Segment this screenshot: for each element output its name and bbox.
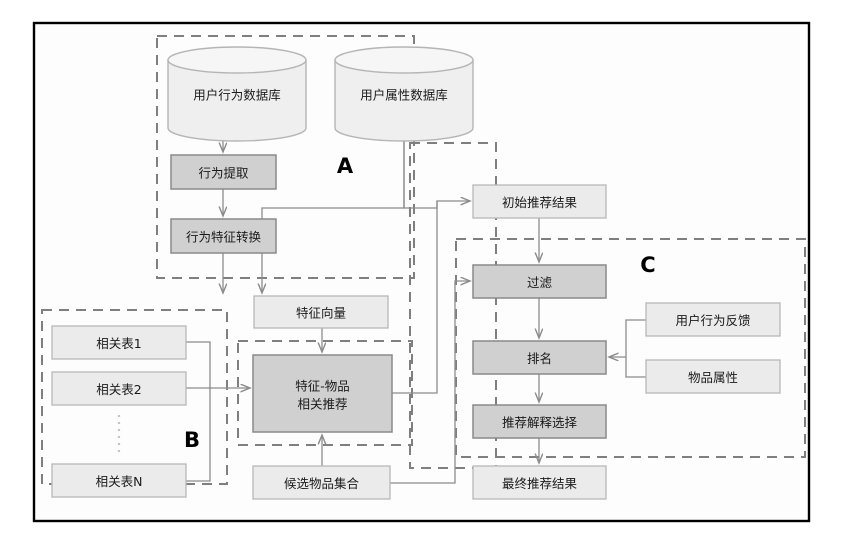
node-label: 候选物品集合 [284, 476, 360, 491]
node-box[interactable] [170, 218, 277, 254]
node-label: 最终推荐结果 [502, 476, 578, 491]
group-label-A: A [337, 154, 354, 178]
cylinder-top [334, 46, 474, 74]
node-box[interactable] [170, 154, 277, 190]
edge-table1-to-bus [186, 341, 211, 388]
node-label: 特征-物品相关推荐 [295, 378, 350, 411]
node-box[interactable] [472, 465, 607, 500]
node-label: 物品属性 [688, 370, 738, 385]
cylinder-body [167, 59, 307, 142]
node-relation-table-2[interactable]: 相关表2 [51, 371, 187, 406]
group-label-B: B [184, 428, 200, 452]
group-boundary-C [455, 238, 806, 458]
node-behavior-feature-transform[interactable]: 行为特征转换 [170, 218, 277, 254]
group-label-C: C [640, 253, 655, 277]
node-box[interactable] [472, 404, 607, 439]
node-box[interactable] [645, 302, 781, 337]
node-label: 相关表N [96, 474, 143, 489]
cylinder-top [167, 46, 307, 74]
node-label: 行为特征转换 [186, 230, 262, 245]
group-boundary-A [156, 35, 415, 279]
node-ranking[interactable]: 排名 [472, 340, 607, 375]
node-label: 特征向量 [296, 306, 346, 321]
node-filter[interactable]: 过滤 [472, 264, 607, 299]
node-label: 推荐解释选择 [502, 415, 578, 430]
node-box[interactable] [252, 465, 391, 500]
group-boundary-E [409, 142, 497, 469]
node-label: 相关表2 [96, 382, 141, 397]
node-label: 排名 [527, 351, 552, 366]
edge-feedback-to-bus [625, 319, 646, 357]
node-label: 过滤 [527, 275, 553, 290]
edge-tablen-to-bus [186, 388, 211, 482]
cylinder-body [334, 59, 474, 142]
node-initial-recommend-result[interactable]: 初始推荐结果 [472, 184, 607, 219]
node-feature-item-recommend[interactable]: 特征-物品相关推荐 [252, 354, 393, 433]
node-recommend-explanation-select[interactable]: 推荐解释选择 [472, 404, 607, 439]
node-box[interactable] [51, 325, 187, 360]
node-label: 初始推荐结果 [502, 195, 578, 210]
node-feature-vector[interactable]: 特征向量 [253, 295, 389, 329]
node-box[interactable] [253, 295, 389, 329]
node-label: 相关表1 [96, 336, 141, 351]
node-box[interactable] [51, 463, 187, 498]
node-box[interactable] [645, 359, 781, 394]
node-box[interactable] [51, 371, 187, 406]
node-label: 用户行为反馈 [675, 313, 750, 328]
db-label: 用户属性数据库 [360, 88, 448, 103]
node-box[interactable] [472, 264, 607, 299]
node-relation-table-n[interactable]: 相关表N [51, 463, 187, 498]
node-behavior-extraction[interactable]: 行为提取 [170, 154, 277, 190]
edge-recommend-to-riser [392, 201, 438, 394]
nodes-layer: 用户行为数据库用户属性数据库行为提取行为特征转换特征向量特征-物品相关推荐相关表… [51, 46, 781, 500]
edge-candidate-to-filter [390, 281, 470, 484]
db-cylinder-user-behavior-db: 用户行为数据库 [167, 46, 307, 142]
edge-itemattr-to-bus [625, 357, 646, 378]
group-labels-layer: A B C [184, 154, 656, 452]
node-box[interactable] [252, 354, 393, 433]
node-final-recommend-result[interactable]: 最终推荐结果 [472, 465, 607, 500]
db-label: 用户行为数据库 [193, 88, 281, 103]
db-cylinder-user-attribute-db: 用户属性数据库 [334, 46, 474, 142]
node-candidate-item-set[interactable]: 候选物品集合 [252, 465, 391, 500]
node-label: 行为提取 [198, 166, 249, 181]
node-relation-table-1[interactable]: 相关表1 [51, 325, 187, 360]
node-box[interactable] [472, 184, 607, 219]
node-user-behavior-feedback[interactable]: 用户行为反馈 [645, 302, 781, 337]
node-box[interactable] [472, 340, 607, 375]
node-item-attribute[interactable]: 物品属性 [645, 359, 781, 394]
